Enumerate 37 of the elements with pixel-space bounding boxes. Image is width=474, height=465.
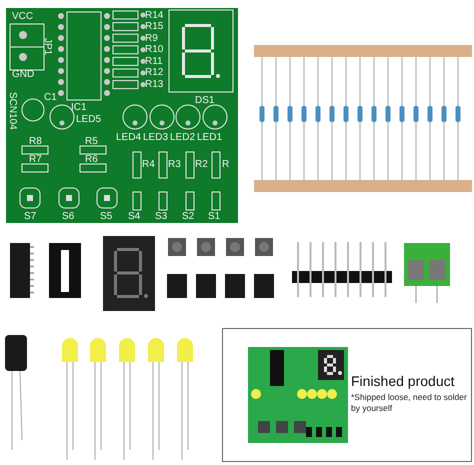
silkscreen-label: R11 (145, 57, 163, 67)
silkscreen-label: S1 (208, 212, 220, 222)
panel-heading: Finished product (351, 373, 456, 389)
silkscreen-label: JP1 (42, 38, 52, 56)
silkscreen-label: R (222, 160, 230, 170)
silkscreen-label: R3 (168, 160, 181, 170)
panel-note: *Shipped loose, need to solder by yourself (351, 392, 468, 414)
silkscreen-label: DS1 (195, 96, 214, 106)
silkscreen-label: LED5 (76, 115, 102, 125)
silkscreen-label: R13 (145, 80, 164, 90)
silkscreen-label: S7 (24, 212, 36, 222)
silkscreen-label: SCN104 (7, 92, 17, 130)
inset-panel (222, 328, 472, 462)
silkscreen-label: R12 (145, 68, 164, 78)
silkscreen-label: R6 (85, 155, 98, 165)
silkscreen-label: IC1 (71, 103, 87, 113)
silkscreen-label: R10 (145, 45, 164, 55)
silkscreen-label: R2 (195, 160, 208, 170)
silkscreen-label: LED1 (197, 133, 222, 143)
silkscreen-label: R8 (29, 137, 42, 147)
silkscreen-label: S3 (155, 212, 168, 222)
silkscreen-label: R7 (29, 155, 42, 165)
silkscreen-label: R4 (142, 160, 155, 170)
silkscreen-label: C1 (44, 93, 57, 103)
silkscreen-label: R14 (145, 11, 164, 21)
silkscreen-label: S4 (128, 212, 140, 222)
silkscreen-label: VCC (12, 12, 34, 22)
silkscreen-label: S2 (182, 212, 194, 222)
silkscreen-label: GND (12, 70, 34, 80)
silkscreen-label: S6 (62, 212, 74, 222)
silkscreen-label: LED2 (170, 133, 196, 143)
silkscreen-label: R15 (145, 22, 164, 32)
silkscreen-label: R9 (145, 34, 158, 44)
silkscreen-label: S5 (100, 212, 112, 222)
silkscreen-label: LED4 (116, 133, 142, 143)
silkscreen-label: R5 (85, 137, 98, 147)
silkscreen-label: LED3 (143, 133, 168, 143)
